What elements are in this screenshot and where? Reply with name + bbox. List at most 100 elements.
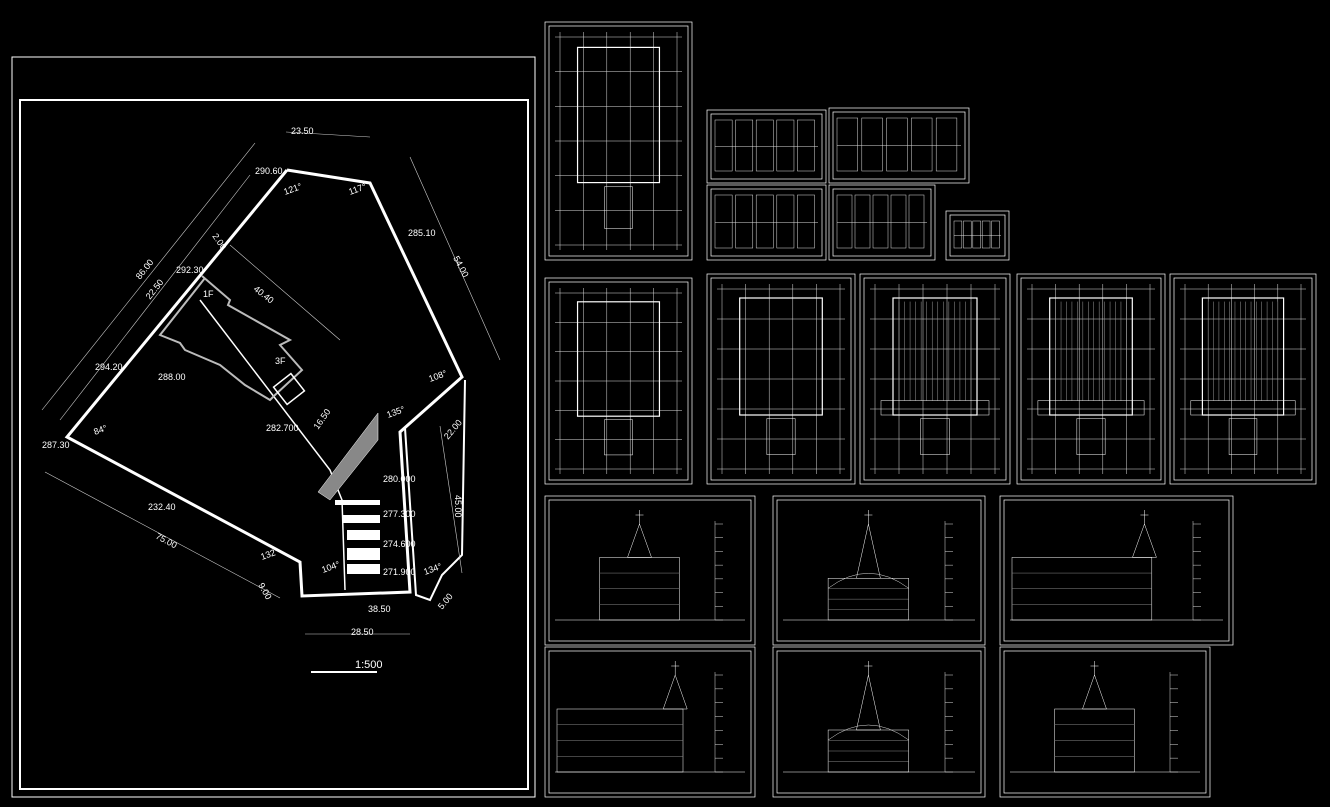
scale-label: 1:500	[355, 659, 383, 671]
sheet-inner-frame	[1003, 650, 1207, 794]
sheet-plan-3[interactable]	[706, 273, 856, 485]
elevation-label: 277.300	[383, 509, 416, 519]
sheet-elev-side-2[interactable]	[544, 646, 756, 798]
dim-line	[44, 471, 281, 599]
sheet-inner-frame	[863, 277, 1007, 481]
dimension-label: 54.00	[451, 254, 470, 279]
dim-line	[285, 131, 371, 138]
sheet-plan-4[interactable]	[859, 273, 1011, 485]
section-drawing	[783, 510, 975, 621]
elevation-label: 292.30	[176, 265, 204, 275]
sheet-inner-frame	[1173, 277, 1313, 481]
angle-label: 84°	[92, 423, 109, 437]
sheet-detail-3[interactable]	[706, 184, 827, 261]
sheet-plan-1[interactable]	[544, 21, 693, 261]
sheet-outer-frame	[999, 646, 1211, 798]
sheet-inner-frame	[710, 277, 852, 481]
angle-label: 108°	[427, 368, 448, 384]
roofplan-drawing	[1180, 284, 1306, 474]
roofplan-drawing	[1027, 284, 1155, 474]
sheet-elev-side-1[interactable]	[999, 495, 1234, 646]
sheet-outer-frame	[828, 184, 936, 261]
sheet-inner-frame	[832, 188, 932, 257]
dimension-label: 22.00	[442, 418, 464, 442]
plan-drawing	[555, 32, 682, 250]
sheet-detail-2[interactable]	[828, 107, 970, 184]
detail-drawing	[714, 194, 818, 249]
dim-line	[41, 142, 256, 411]
plan-drawing	[555, 288, 682, 474]
site-plan-outer-frame	[11, 56, 536, 798]
elevation-label: 232.40	[148, 502, 176, 512]
sheet-outer-frame	[772, 495, 986, 646]
sheet-outer-frame	[772, 646, 986, 798]
elevation-label: 290.60	[255, 166, 283, 176]
sheet-outer-frame	[706, 184, 827, 261]
elevation-label: 271.900	[383, 567, 416, 577]
floor-label: 1F	[203, 289, 214, 299]
dim-line	[439, 425, 463, 574]
hatched-slope	[317, 412, 379, 501]
angle-label: 132°	[259, 546, 280, 562]
sheet-elev-back[interactable]	[999, 646, 1211, 798]
dim-line	[229, 244, 341, 341]
sheet-outer-frame	[945, 210, 1010, 261]
sheet-outer-frame	[999, 495, 1234, 646]
sheet-inner-frame	[548, 499, 752, 642]
sheet-detail-5[interactable]	[945, 210, 1010, 261]
detail-drawing	[953, 220, 1001, 249]
sheet-outer-frame	[544, 21, 693, 261]
angle-label: 117°	[347, 181, 368, 197]
dimension-label: 16.50	[311, 407, 332, 431]
sheet-outer-frame	[706, 273, 856, 485]
sheet-plan-5[interactable]	[1016, 273, 1166, 485]
elevation-drawing	[555, 510, 745, 621]
stair-block	[272, 372, 306, 406]
sheet-inner-frame	[776, 650, 982, 794]
sheet-inner-frame	[949, 214, 1006, 257]
sheet-inner-frame	[548, 25, 689, 257]
dim-line	[59, 174, 251, 421]
dimension-label: 23.50	[291, 126, 314, 136]
drawing-sheets	[544, 21, 1317, 798]
sheet-plan-2[interactable]	[544, 277, 693, 485]
sheet-outer-frame	[706, 109, 827, 184]
site-boundary	[64, 168, 464, 598]
dimension-label: 86.00	[134, 257, 156, 281]
section-drawing	[783, 661, 975, 773]
plan-drawing	[717, 284, 845, 474]
sheet-outer-frame	[1016, 273, 1166, 485]
stair-steps	[335, 500, 380, 574]
elevation-label: 282.700	[266, 423, 299, 433]
sheet-detail-1[interactable]	[706, 109, 827, 184]
floor-label: 3F	[275, 356, 286, 366]
site-plan-sheet[interactable]	[11, 56, 536, 798]
side-drawing	[1010, 510, 1223, 621]
elevation-label: 274.600	[383, 539, 416, 549]
dim-line	[409, 156, 501, 361]
angle-label: 104°	[320, 559, 341, 575]
sheet-outer-frame	[859, 273, 1011, 485]
site-plan-inner-frame	[19, 99, 529, 790]
sheet-outer-frame	[544, 495, 756, 646]
sheet-section-2[interactable]	[772, 646, 986, 798]
dimension-label: 2.00	[210, 231, 228, 251]
building-outline	[158, 275, 304, 402]
sheet-plan-6[interactable]	[1169, 273, 1317, 485]
sheet-detail-4[interactable]	[828, 184, 936, 261]
dimension-label: 5.00	[436, 591, 455, 611]
sheet-outer-frame	[1169, 273, 1317, 485]
dimension-label: 40.40	[252, 284, 276, 306]
sheet-outer-frame	[544, 277, 693, 485]
sheet-elev-front[interactable]	[544, 495, 756, 646]
elevation-drawing	[1010, 661, 1200, 773]
detail-drawing	[836, 194, 927, 249]
sheet-inner-frame	[710, 188, 823, 257]
roofplan-drawing	[870, 284, 1000, 474]
dimension-label: 45.00	[453, 495, 463, 518]
sheet-section-1[interactable]	[772, 495, 986, 646]
side-drawing	[555, 661, 745, 773]
sheet-inner-frame	[1003, 499, 1230, 642]
sheet-inner-frame	[832, 111, 966, 180]
